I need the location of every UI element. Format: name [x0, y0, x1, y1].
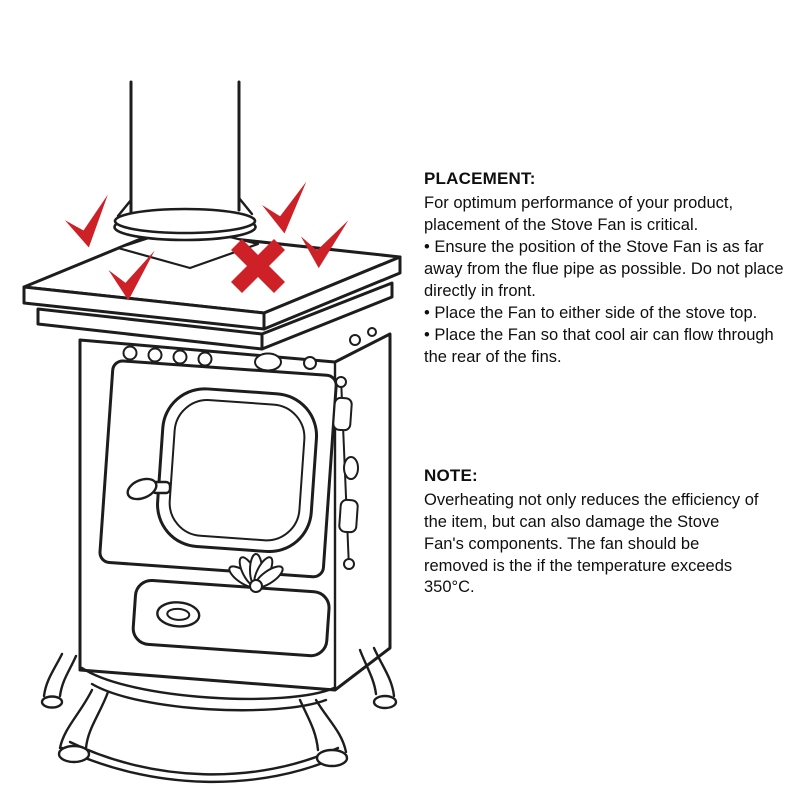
skirt [80, 666, 336, 712]
flue-pipe [113, 80, 257, 242]
rosette-ornament [228, 553, 284, 593]
check-mark-icon [64, 194, 108, 248]
check-mark-icon [300, 220, 349, 269]
x-mark-icon [231, 239, 285, 293]
placement-bullet-1: • Ensure the position of the Stove Fan i… [424, 237, 784, 300]
stove-legs [40, 646, 398, 783]
instructions-panel: PLACEMENT: For optimum performance of yo… [424, 168, 796, 599]
placement-bullet-2: • Place the Fan to either side of the st… [424, 303, 758, 322]
stove-top [22, 229, 402, 351]
note-section: NOTE: Overheating not only reduces the e… [424, 465, 762, 600]
stove-line-drawing [22, 80, 402, 783]
check-mark-icon [262, 181, 307, 234]
note-body: Overheating not only reduces the efficie… [424, 490, 759, 597]
placement-bullet-3: • Place the Fan so that cool air can flo… [424, 325, 774, 366]
check-mark-icon [108, 250, 155, 301]
ash-drawer [131, 578, 331, 658]
stove-illustration [22, 80, 402, 783]
stove-door [98, 359, 338, 579]
placement-intro: For optimum performance of your product,… [424, 194, 734, 235]
placement-section: PLACEMENT: For optimum performance of yo… [424, 168, 796, 369]
placement-heading: PLACEMENT: [424, 169, 536, 188]
vent-holes [122, 327, 377, 372]
note-heading: NOTE: [424, 465, 478, 485]
door-handle-icon [126, 477, 172, 501]
door-hinges [332, 376, 359, 570]
